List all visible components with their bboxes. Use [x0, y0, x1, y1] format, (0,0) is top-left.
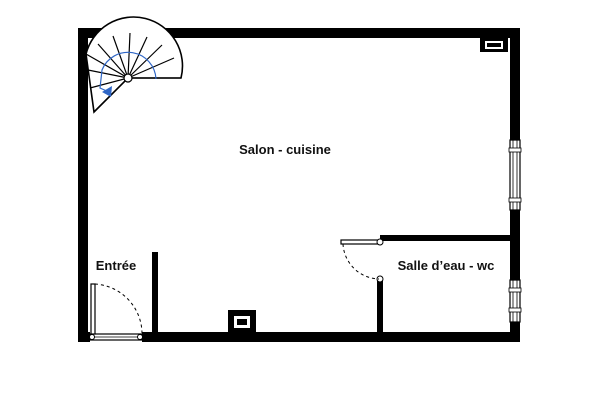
- wall-entree-partition: [152, 252, 158, 336]
- window-right-upper: [508, 139, 522, 211]
- room-label-salle-d-eau-wc: Salle d’eau - wc: [398, 258, 495, 273]
- wall-right-upper: [510, 28, 520, 140]
- wall-right-middle: [510, 210, 520, 280]
- interior-walls: [152, 235, 512, 336]
- bathroom-door: [340, 238, 384, 283]
- wall-bottom-left-stub: [78, 332, 90, 342]
- wall-top: [78, 28, 520, 38]
- wall-sde-left: [377, 279, 383, 335]
- appliance-icon: [480, 38, 508, 52]
- fireplace-icon: [228, 310, 256, 333]
- room-label-entree: Entrée: [96, 258, 136, 273]
- wall-sde-top: [380, 235, 512, 241]
- exterior-walls: [78, 28, 520, 342]
- wall-bottom: [142, 332, 520, 342]
- spiral-staircase-icon: [85, 16, 184, 114]
- wall-left: [78, 28, 88, 332]
- room-label-salon-cuisine: Salon - cuisine: [239, 142, 331, 157]
- window-right-lower: [508, 279, 522, 323]
- entrance-door: [89, 283, 143, 341]
